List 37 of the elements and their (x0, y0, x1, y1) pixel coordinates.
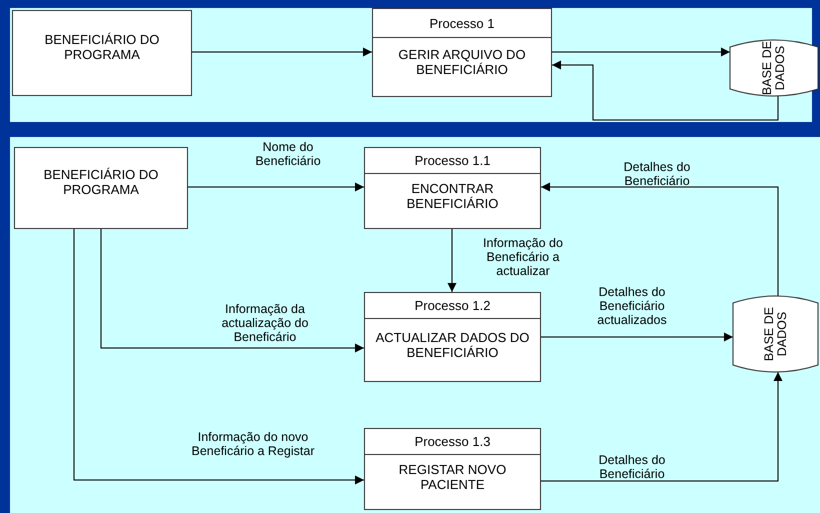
arrow (552, 48, 730, 56)
store-name: BASE DE DADOS (761, 40, 787, 98)
arrow (448, 228, 456, 292)
store-name: BASE DE DADOS (762, 306, 788, 364)
process-name: ACTUALIZAR DADOS DO BENEFICIÁRIO (374, 330, 530, 360)
data-store (730, 40, 818, 96)
edge-label: Informação do novo Beneficário a Registar (190, 430, 316, 458)
process-name: GERIR ARQUIVO DO BENEFICIÁRIO (397, 47, 527, 77)
entity-name: BENEFICIÁRIO DO PROGRAMA (44, 32, 160, 62)
edge-label: Detalhes do Beneficiário (598, 453, 666, 481)
process-number: Processo 1.1 (414, 153, 490, 168)
edge-label: Nome do Beneficiário (254, 140, 322, 168)
arrow (540, 372, 782, 482)
arrow (100, 228, 364, 352)
arrow (188, 182, 364, 192)
process-box (364, 147, 541, 229)
edge-label: Informação do Beneficário a actualizar (482, 236, 564, 278)
arrow (540, 332, 734, 342)
process-number: Processo 1.3 (414, 434, 490, 449)
process-box (364, 292, 541, 382)
entity-name: BENEFICIÁRIO DO PROGRAMA (42, 167, 160, 197)
external-entity-box (12, 10, 192, 96)
process-number: Processo 1.2 (414, 298, 490, 313)
data-store (733, 296, 818, 372)
edge-label: Informação da actualização do Beneficário (220, 302, 310, 344)
process-name: ENCONTRAR BENEFICIÁRIO (406, 181, 500, 211)
edge-label: Detalhes do Beneficiário (622, 160, 692, 188)
edge-label: Detalhes do Beneficiário actualizados (596, 285, 668, 327)
external-entity-box (14, 147, 188, 229)
process-box (372, 8, 552, 97)
arrow (192, 48, 372, 56)
process-number: Processo 1 (429, 16, 495, 30)
process-box (364, 428, 541, 510)
arrow (74, 228, 364, 484)
process-name: REGISTAR NOVO PACIENTE (398, 462, 508, 492)
arrow (552, 60, 778, 120)
arrow (540, 182, 778, 296)
